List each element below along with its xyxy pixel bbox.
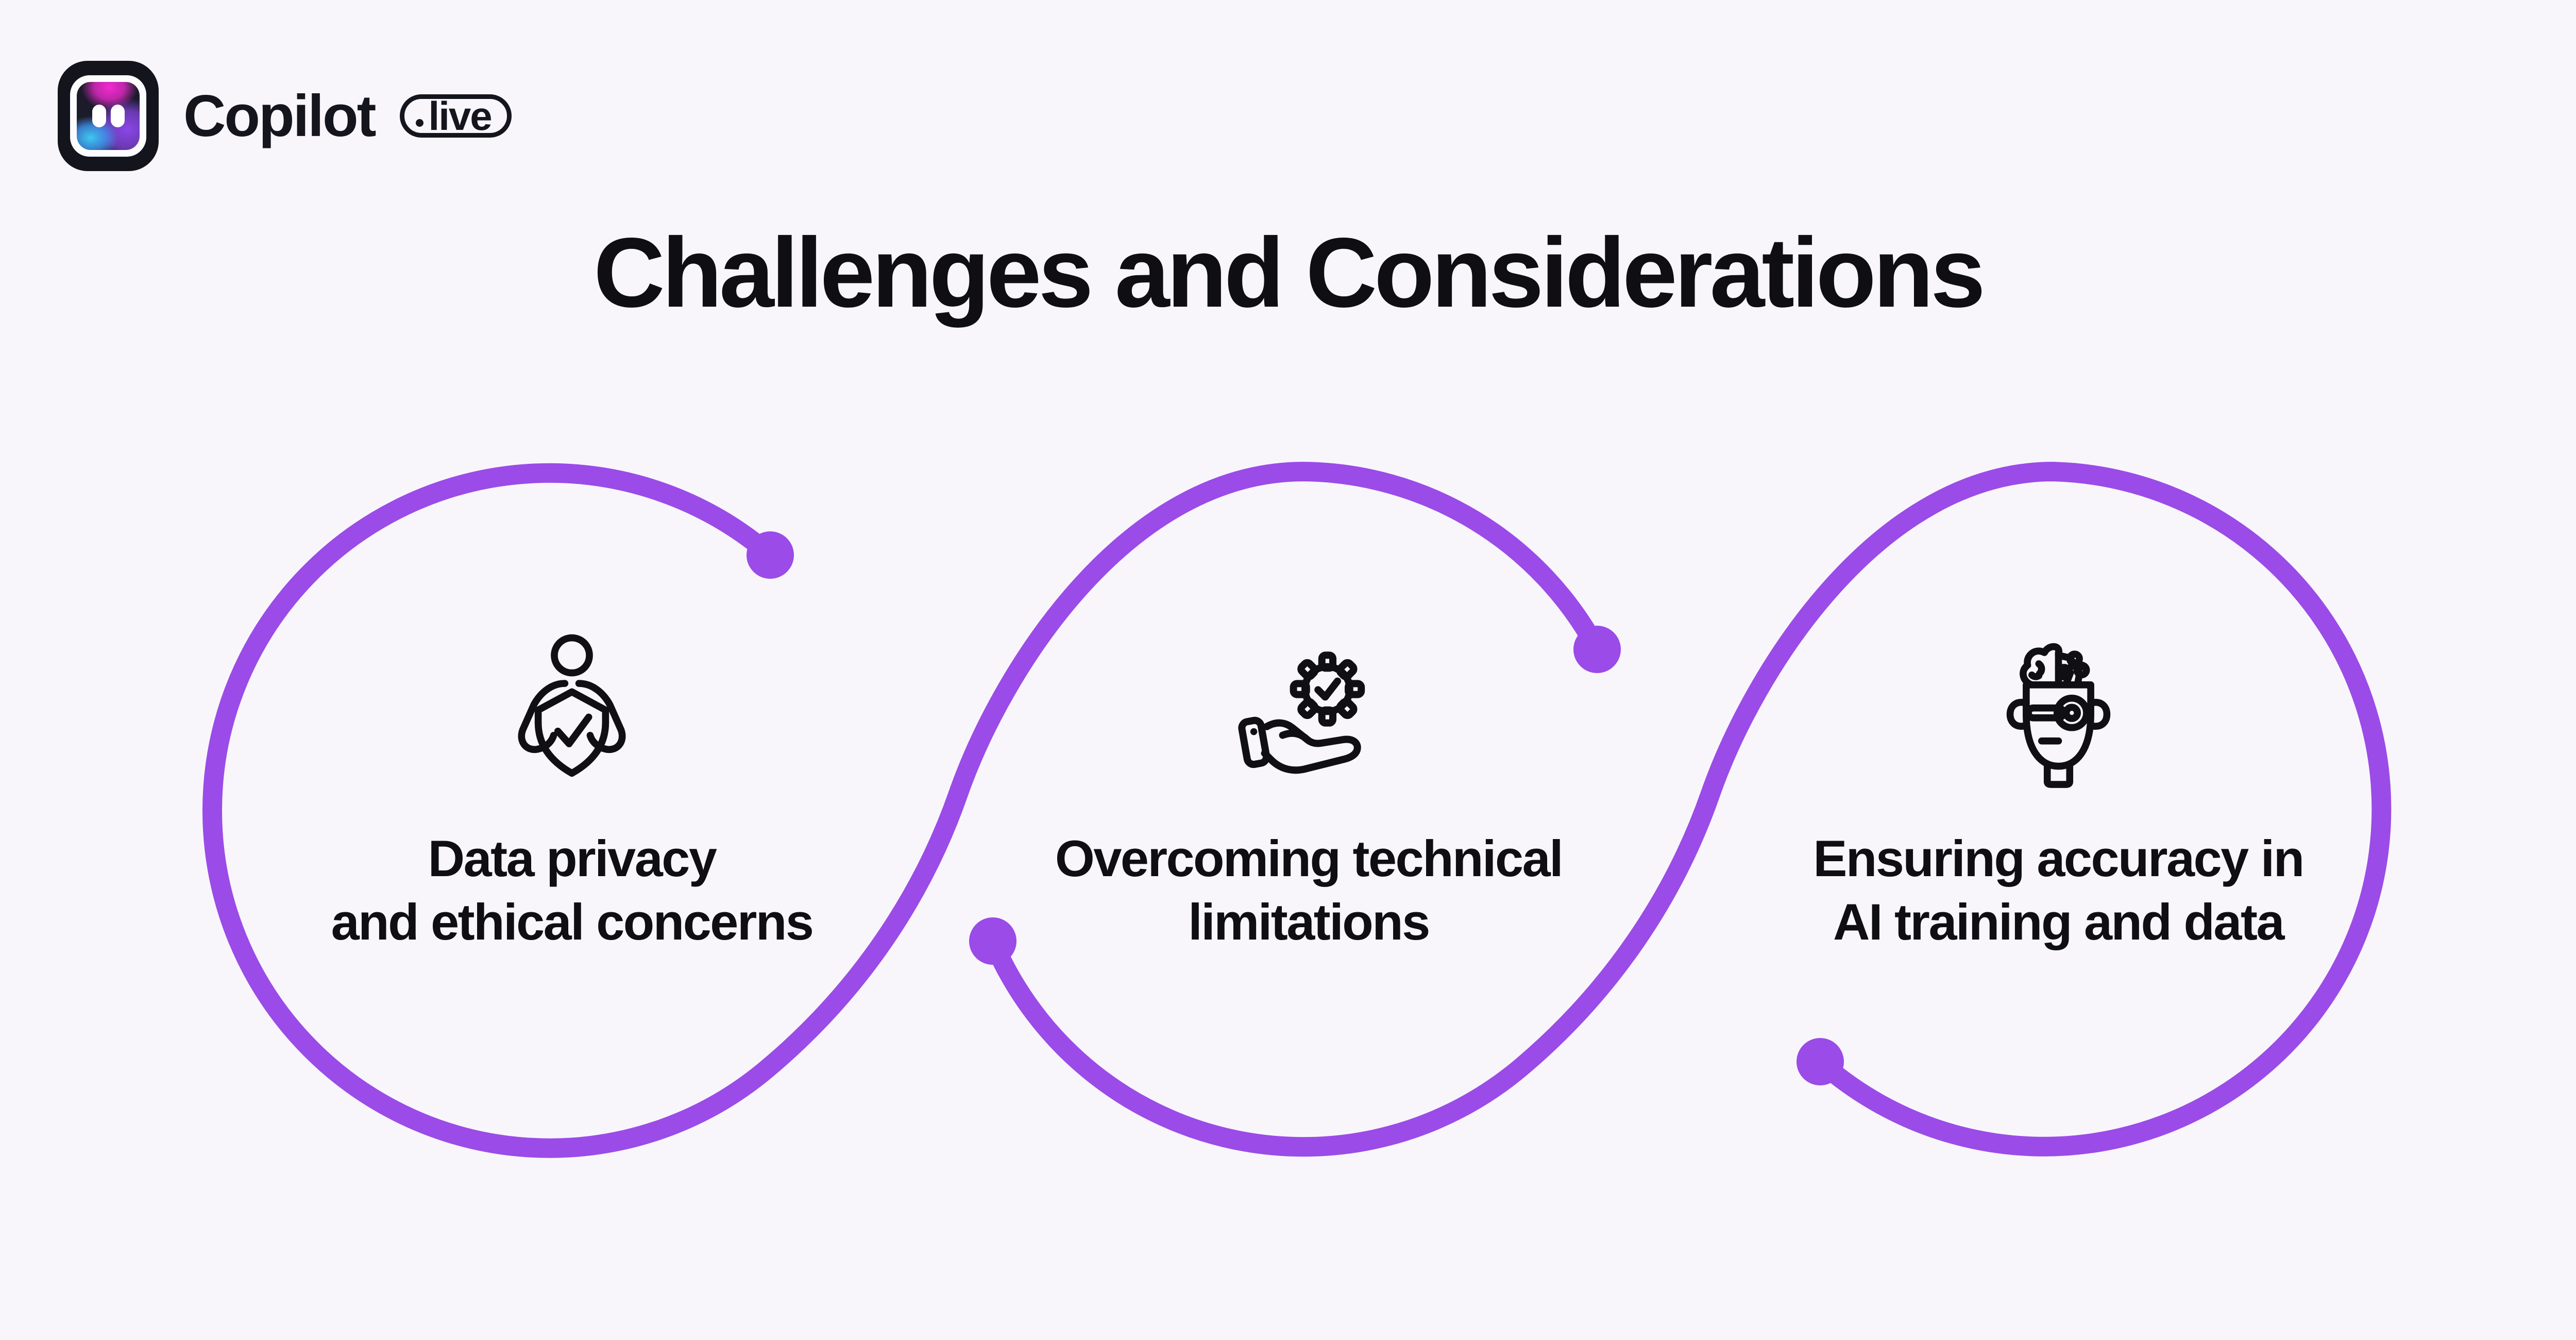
logo-eye-right: [110, 105, 125, 127]
page-title: Challenges and Considerations: [594, 217, 1986, 328]
flow-endpoint-dot-2: [1573, 626, 1621, 673]
step-item-technical: Overcoming technical limitations: [922, 633, 1695, 954]
logo-eye-left: [92, 105, 106, 127]
flow-endpoint-dot-1: [747, 531, 794, 579]
step-label-line1: Data privacy: [428, 830, 717, 887]
flow-endpoint-dot-3: [969, 917, 1016, 965]
logo-screen: [77, 82, 140, 150]
step-label: Ensuring accuracy in AI training and dat…: [1672, 827, 2445, 954]
badge-dot-icon: [415, 119, 423, 127]
step-label-line2: limitations: [1188, 893, 1430, 950]
logo-ring: [70, 75, 146, 157]
hand-gear-check-icon: [922, 633, 1695, 790]
step-item-privacy: Data privacy and ethical concerns: [185, 633, 958, 954]
brand-header: Copilot live: [58, 61, 512, 171]
flow-path-left-middle: [202, 461, 1607, 1158]
ai-head-brain-icon: [1672, 633, 2445, 790]
step-label: Data privacy and ethical concerns: [185, 827, 958, 954]
step-label-line2: AI training and data: [1833, 893, 2285, 950]
step-label-line2: and ethical concerns: [331, 893, 814, 950]
live-badge: live: [399, 93, 512, 139]
step-label-line1: Ensuring accuracy in: [1813, 830, 2304, 887]
flow-path-middle-right: [983, 461, 2392, 1157]
copilot-logo-icon: [58, 61, 159, 171]
step-item-accuracy: Ensuring accuracy in AI training and dat…: [1672, 633, 2445, 954]
step-label-line1: Overcoming technical: [1055, 830, 1564, 887]
step-label: Overcoming technical limitations: [922, 827, 1695, 954]
brand-name: Copilot: [183, 83, 377, 149]
logo-eyes-icon: [77, 82, 140, 150]
privacy-shield-person-icon: [185, 633, 958, 790]
badge-label: live: [428, 93, 493, 139]
flow-endpoint-dot-4: [1797, 1038, 1844, 1085]
